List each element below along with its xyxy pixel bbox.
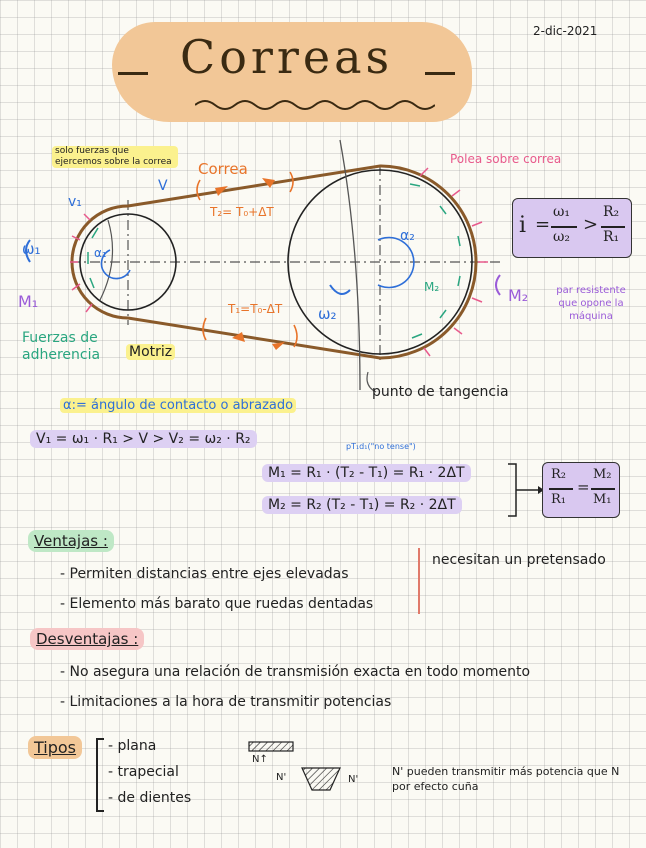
ventajas-item-1: - Permiten distancias entre ejes elevada… (60, 566, 349, 582)
cut-mark-top (196, 171, 294, 201)
t1-label: T₁=T₀-ΔT (228, 302, 283, 316)
correa-label: Correa (198, 160, 248, 178)
v-label: V (158, 178, 168, 194)
velocity-inequality: V₁ = ω₁ · R₁ > V > V₂ = ω₂ · R₂ (30, 430, 257, 448)
tipos-bracket (96, 738, 104, 812)
m1-label: M₁ (18, 292, 39, 311)
m2-equation: M₂ = R₂ (T₂ - T₁) = R₂ · 2ΔT (262, 496, 462, 514)
i-symbol: i (519, 213, 527, 238)
result-r2: R₂ (551, 467, 566, 482)
arrow-bottom-1 (232, 332, 245, 342)
w2-rotation-arrow (329, 284, 351, 295)
title-underline-squiggle (195, 100, 435, 110)
small-pulley-green-forces (87, 227, 99, 289)
tipos-note: N' pueden transmitir más potencia que N … (392, 765, 620, 793)
punto-arrow (366, 371, 377, 393)
arrow-top-1 (215, 186, 228, 196)
desventajas-item-1: - No asegura una relación de transmisión… (60, 664, 531, 680)
alpha2-label: α₂ (400, 228, 415, 244)
fraction-bar-1 (551, 226, 577, 228)
tipos-item-plana: - plana (108, 738, 157, 754)
equation-brace (508, 463, 542, 517)
m2-inner-label: M₂ (424, 280, 440, 294)
result-r1: R₁ (551, 492, 566, 507)
result-fraction-bar-1 (549, 488, 573, 490)
desventajas-item-2: - Limitaciones a la hora de transmitir p… (60, 694, 392, 710)
w1-rotation-arrow (25, 239, 31, 263)
alpha1-arc (100, 249, 131, 280)
adherencia-label: Fuerzas de adherencia (22, 330, 101, 363)
result-equals: = (577, 478, 590, 496)
forces-note: solo fuerzas que ejercemos sobre la corr… (52, 146, 178, 168)
flat-belt-section (248, 741, 294, 752)
v-belt-section (301, 767, 341, 791)
t2-label: T₂= T₀+ΔT (210, 205, 274, 219)
w1-label: ω₁ (22, 240, 41, 258)
cut-mark-bottom (202, 317, 298, 348)
belt-diagram (25, 139, 501, 393)
alpha-definition: α:= ángulo de contacto o abrazado (60, 398, 297, 413)
n-left-label: N' (276, 772, 287, 783)
ventajas-item-2: - Elemento más barato que ruedas dentada… (60, 596, 374, 612)
tangency-line-2 (99, 219, 114, 301)
large-pulley-green-forces (409, 183, 461, 339)
result-m1: M₁ (593, 492, 612, 507)
motriz-label: Motriz (126, 344, 176, 360)
gt-sign: > (583, 214, 599, 235)
tipos-item-dientes: - de dientes (108, 790, 192, 806)
small-pulley-pink-forces (70, 213, 93, 313)
r1-denominator: R₁ (603, 229, 620, 245)
desventajas-heading: Desventajas : (30, 628, 145, 650)
polea-label: Polea sobre correa (450, 152, 562, 166)
title-dash-right (425, 72, 455, 75)
result-fraction-bar-2 (591, 488, 615, 490)
result-m2: M₂ (593, 467, 612, 482)
m2-arrow (495, 274, 501, 296)
page-title-text: Correas (180, 30, 394, 84)
title-highlight (112, 22, 472, 122)
ventajas-heading: Ventajas : (28, 530, 114, 552)
tipos-heading: Tipos (28, 736, 83, 759)
large-pulley-pink-forces (419, 167, 488, 357)
equals-sign: = (535, 214, 551, 235)
arrow-top-2 (262, 178, 275, 188)
arrow-bottom-2 (272, 342, 285, 350)
large-pulley (287, 169, 473, 355)
transmission-ratio-box: i = ω₁ ω₂ > R₂ R₁ (512, 198, 632, 258)
m1-equation: M₁ = R₁ · (T₂ - T₁) = R₁ · 2ΔT (262, 464, 471, 482)
w2-label: ω₂ (318, 305, 337, 323)
par-resistente-label: par resistente que opone la máquina (556, 285, 626, 322)
v1-label: v₁ (68, 194, 82, 210)
tangency-line (339, 139, 361, 391)
title-dash-left (118, 72, 148, 75)
alpha2-arc (377, 236, 415, 289)
w2-denominator: ω₂ (553, 229, 571, 245)
no-tense-note: pT₁d₁("no tense") (346, 442, 416, 451)
n-top-label: N↑ (252, 754, 268, 765)
date: 2-dic-2021 (533, 24, 598, 38)
w1-numerator: ω₁ (553, 204, 571, 220)
page-title: Correas (180, 30, 393, 84)
small-pulley (79, 213, 177, 311)
alpha1-label: α₁ (94, 246, 107, 260)
r2-numerator: R₂ (603, 204, 620, 220)
fraction-bar-2 (601, 226, 625, 228)
ventajas-divider (418, 548, 420, 614)
ventajas-side-note: necesitan un pretensado (432, 552, 606, 568)
tipos-item-trapecial: - trapecial (108, 764, 179, 780)
m2-label: M₂ (508, 286, 529, 305)
belt (70, 164, 478, 360)
n-right-label: N' (348, 774, 359, 785)
punto-tangencia-label: punto de tangencia (372, 384, 509, 400)
moment-ratio-box: R₂ R₁ = M₂ M₁ (542, 462, 620, 518)
